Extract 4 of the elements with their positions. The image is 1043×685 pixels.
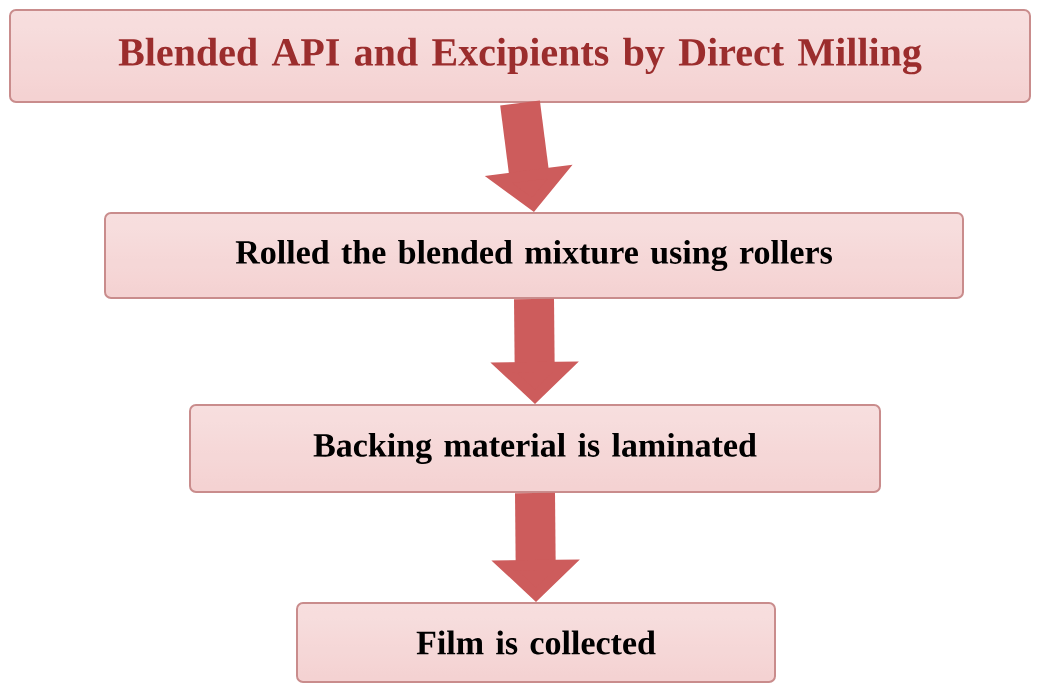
process-box: Blended API and Excipients by Direct Milling bbox=[9, 9, 1031, 103]
process-box: Film is collected bbox=[296, 602, 776, 683]
process-box: Rolled the blended mixture using rollers bbox=[104, 212, 964, 299]
process-box: Backing material is laminated bbox=[189, 404, 881, 493]
